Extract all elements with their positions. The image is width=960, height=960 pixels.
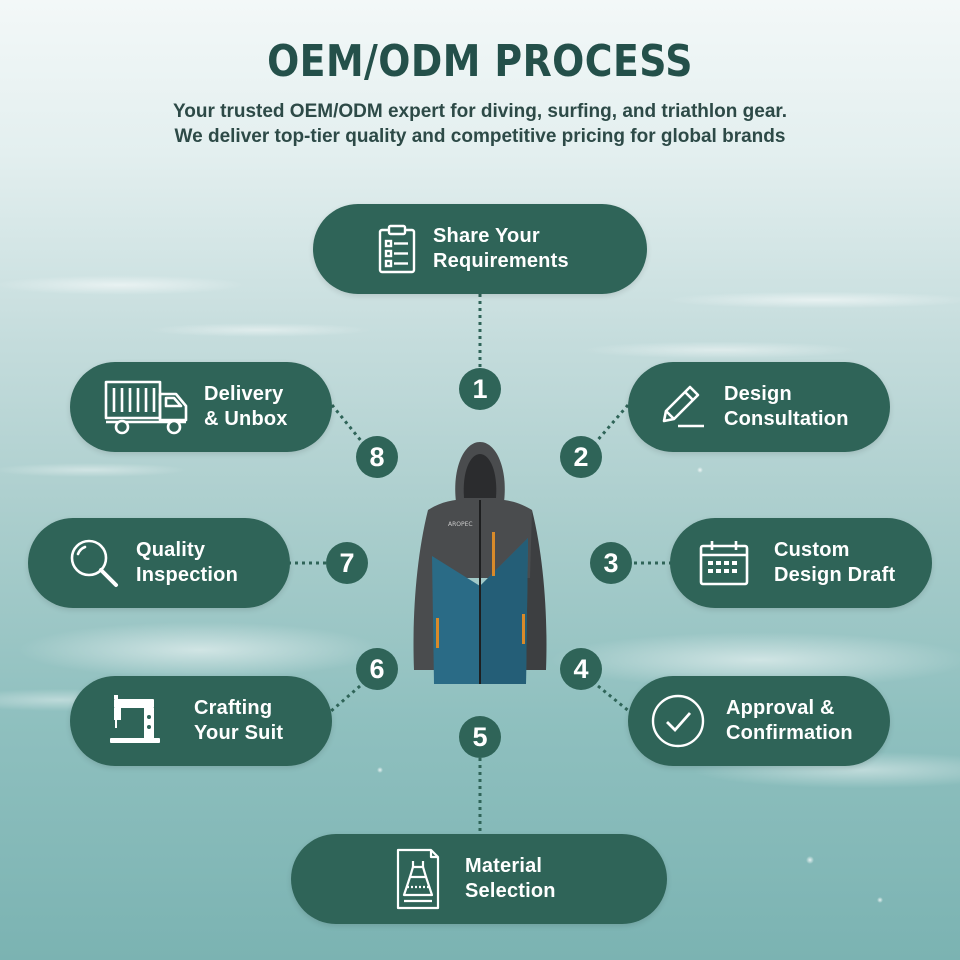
subtitle-line-1: Your trusted OEM/ODM expert for diving, … (172, 101, 788, 122)
step-3-custom-design-draft[interactable]: Custom Design Draft (670, 518, 932, 608)
step-3-label: Custom Design Draft (774, 539, 896, 586)
step-2-design-consultation[interactable]: Design Consultation (628, 362, 890, 452)
jacket-brand-text: AROPEC (448, 521, 473, 528)
connector-4 (597, 684, 631, 714)
step-7-quality-inspection[interactable]: Quality Inspection (28, 518, 290, 608)
step-number-3: 3 (590, 542, 632, 584)
subtitle-line-2: We deliver top-tier quality and competit… (174, 126, 786, 147)
clipboard-icon (377, 224, 417, 274)
step-5-label: Material Selection (465, 855, 556, 902)
check-circle-icon (650, 693, 706, 749)
step-number-4: 4 (560, 648, 602, 690)
step-6-crafting-suit[interactable]: Crafting Your Suit (70, 676, 332, 766)
step-1-label: Share Your Requirements (433, 225, 569, 272)
step-1-share-requirements[interactable]: Share Your Requirements (313, 204, 647, 294)
page-title: OEM/ODM PROCESS (267, 36, 693, 87)
step-number-1: 1 (459, 368, 501, 410)
step-8-delivery-unbox[interactable]: Delivery & Unbox (70, 362, 332, 452)
step-number-7: 7 (326, 542, 368, 584)
step-2-label: Design Consultation (724, 383, 849, 430)
step-5-material-selection[interactable]: Material Selection (291, 834, 667, 924)
calendar-icon (698, 539, 750, 587)
jacket-image: AROPEC (413, 442, 547, 684)
dress-pattern-icon (395, 847, 441, 911)
sewing-machine-icon (110, 695, 160, 747)
step-number-8: 8 (356, 436, 398, 478)
step-6-label: Crafting Your Suit (194, 697, 284, 744)
step-number-6: 6 (356, 648, 398, 690)
step-number-5: 5 (459, 716, 501, 758)
connector-6 (329, 684, 361, 714)
pencil-icon (656, 381, 708, 433)
truck-icon (104, 378, 190, 436)
step-8-label: Delivery & Unbox (204, 383, 288, 430)
connector-2 (594, 404, 630, 443)
step-7-label: Quality Inspection (136, 539, 239, 586)
step-4-label: Approval & Confirmation (726, 697, 853, 744)
step-number-2: 2 (560, 436, 602, 478)
step-4-approval-confirmation[interactable]: Approval & Confirmation (628, 676, 890, 766)
magnifier-icon (68, 537, 120, 589)
connector-8 (330, 404, 364, 443)
